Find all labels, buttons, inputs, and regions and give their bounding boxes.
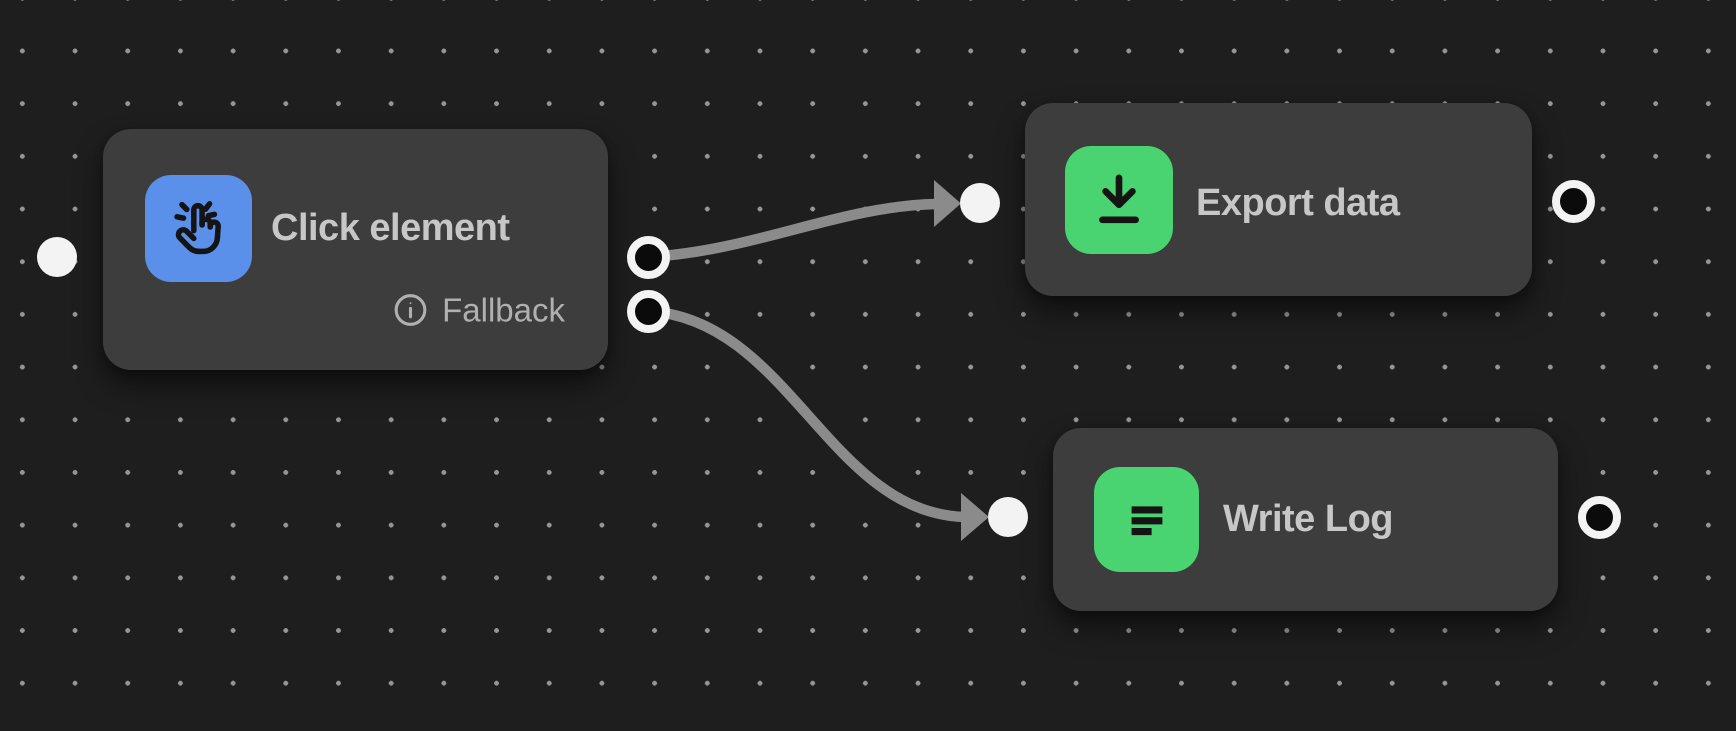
node-title: Export data xyxy=(1196,182,1400,224)
hand-tap-icon xyxy=(145,175,252,282)
input-port-click-element[interactable] xyxy=(37,237,77,277)
download-icon xyxy=(1065,146,1173,254)
edge-arrowhead xyxy=(961,493,989,541)
fallback-badge: Fallback xyxy=(392,292,565,329)
edge-click-to-writelog[interactable] xyxy=(642,305,970,523)
node-write-log[interactable]: Write Log xyxy=(1053,428,1558,611)
edge-click-to-export[interactable] xyxy=(642,198,942,263)
node-title: Click element xyxy=(271,207,510,249)
output-port-write-log[interactable] xyxy=(1577,495,1621,539)
text-align-left-icon xyxy=(1094,467,1199,572)
output-port-click-element-1[interactable] xyxy=(626,235,670,279)
output-port-export-data[interactable] xyxy=(1551,179,1595,223)
node-click-element[interactable]: Click element Fallback xyxy=(103,129,608,370)
node-title: Write Log xyxy=(1223,498,1394,540)
fallback-label: Fallback xyxy=(442,291,565,329)
edge-arrowhead xyxy=(934,180,961,227)
input-port-write-log[interactable] xyxy=(988,497,1028,537)
output-port-click-element-2[interactable] xyxy=(626,289,670,333)
info-icon[interactable] xyxy=(392,292,429,329)
input-port-export-data[interactable] xyxy=(960,183,1000,223)
node-export-data[interactable]: Export data xyxy=(1025,103,1532,296)
